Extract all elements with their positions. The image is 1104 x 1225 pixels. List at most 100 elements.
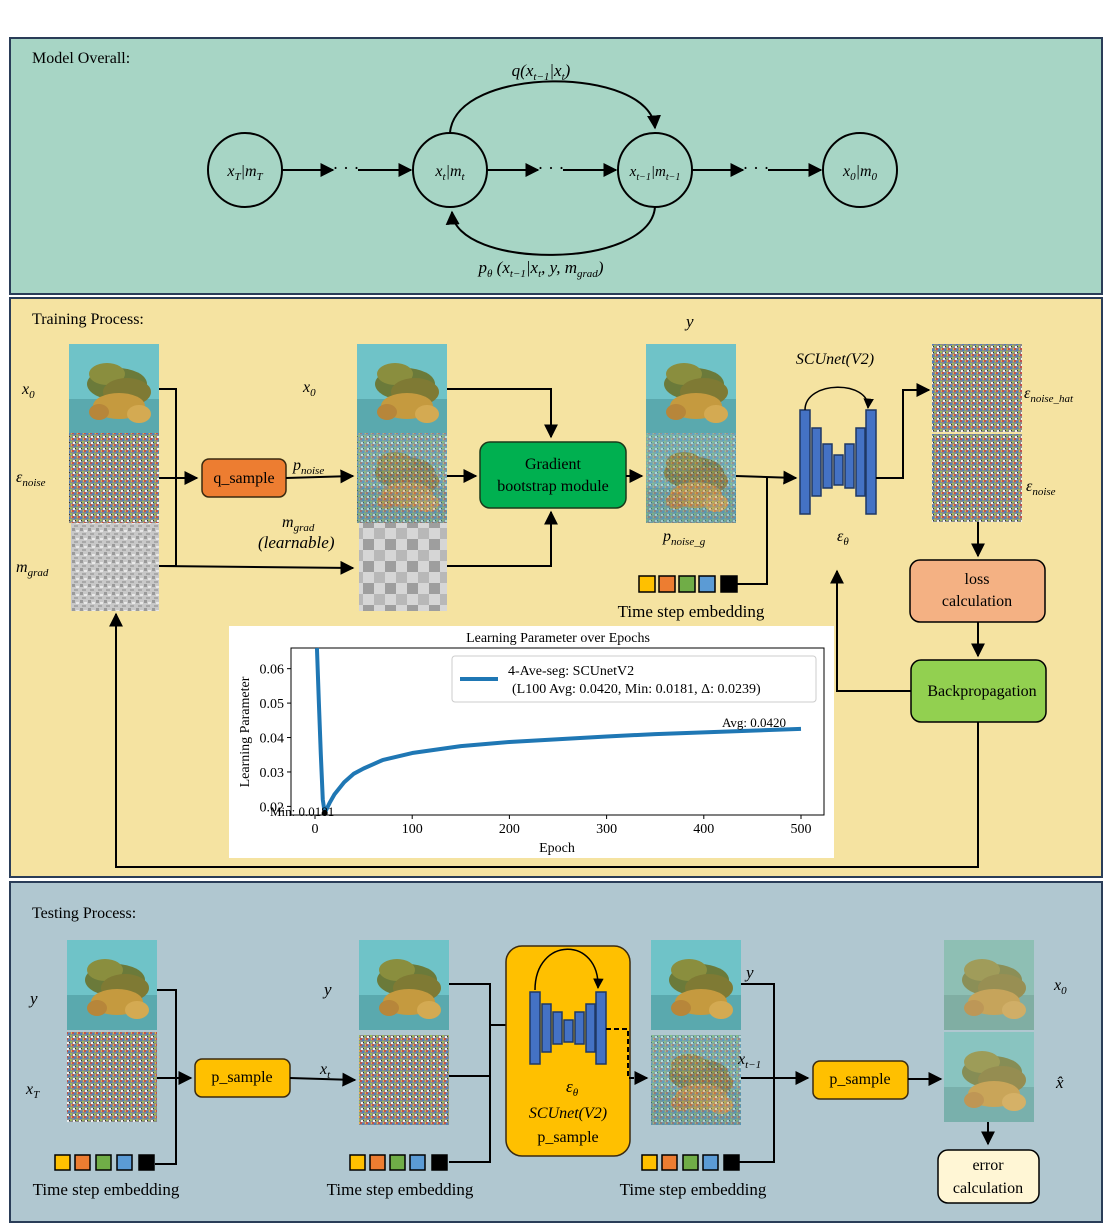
- scunet-label-test: SCUnet(V2): [529, 1105, 607, 1122]
- label-xt1-test: xt−1: [737, 1051, 761, 1071]
- error-label-2: calculation: [953, 1180, 1023, 1197]
- backprop-label: Backpropagation: [927, 683, 1036, 700]
- line-embed-right: [739, 1078, 775, 1163]
- node-x0-label: x0|m0: [842, 163, 878, 183]
- training-panel-title: Training Process:: [32, 311, 144, 328]
- training-panel: Training Process: x0 εnoise mgrad q_samp…: [9, 297, 1103, 878]
- label-mgrad-mid: mgrad: [282, 514, 315, 534]
- chart-legend-box: [451, 655, 817, 703]
- arrow-unet-to-xt1: [606, 1028, 649, 1085]
- arrow-mgrad-to-gradient: [447, 510, 558, 567]
- p-formula: pθ (xt−1|xt, y, mgrad): [478, 258, 604, 280]
- chart-series-line: [314, 647, 802, 815]
- image-x0-mid: [357, 344, 447, 434]
- arrow-qsample-to-noisy: [285, 469, 355, 484]
- image-noise-right: [932, 434, 1022, 522]
- label-mgrad-left: mgrad: [16, 559, 49, 579]
- line-embed-mid: [449, 1025, 491, 1163]
- testing-panel-title: Testing Process:: [32, 905, 136, 922]
- label-eps-noise-left: εnoise: [16, 469, 46, 489]
- error-calculation-box: [937, 1149, 1040, 1204]
- label-xt-test: xt: [319, 1061, 331, 1081]
- error-label-1: error: [972, 1157, 1004, 1174]
- chart-legend-line-2: (L100 Avg: 0.0420, Min: 0.0181, Δ: 0.023…: [512, 682, 761, 697]
- scunet-label-train: SCUnet(V2): [796, 351, 874, 368]
- dots-3: · · ·: [743, 158, 770, 178]
- q-forward-arc: [449, 80, 661, 134]
- label-xT-test: xT: [25, 1081, 40, 1101]
- node-xT-label: xT|mT: [226, 163, 263, 183]
- image-pnoise-mid: [357, 433, 447, 523]
- arrow-to-unet: [735, 470, 798, 485]
- label-y-test-mid: y: [322, 980, 332, 999]
- line-embed-merge-test-1: [155, 1078, 177, 1165]
- image-noise-left: [69, 433, 159, 523]
- time-step-label-test-3: Time step embedding: [620, 1180, 767, 1199]
- testing-panel: Testing Process: y xT Time step embeddin…: [9, 881, 1103, 1223]
- image-xT-test: [67, 1032, 157, 1122]
- chart-min-point: [321, 809, 328, 816]
- line-embedding-to-unet: [737, 478, 768, 585]
- label-y-test-left: y: [28, 989, 38, 1008]
- eps-theta-train: εθ: [837, 528, 849, 548]
- chart-y-tick-label: 0.04: [260, 732, 285, 747]
- chart-title: Learning Parameter over Epochs: [466, 631, 650, 646]
- model-overall-panel: Model Overall: xT|mT xt|mt xt−1|mt−1 x0|…: [9, 37, 1103, 295]
- dots-2: · · ·: [538, 158, 565, 178]
- image-mgrad-left: [71, 523, 159, 611]
- arrow-mgrad-to-learnable: [158, 560, 355, 575]
- label-x0-mid: x0: [302, 379, 316, 399]
- node-x0: [822, 132, 898, 208]
- eps-theta-test: εθ: [566, 1077, 579, 1099]
- image-mgrad-learnable: [359, 523, 447, 611]
- time-step-label-test-2: Time step embedding: [327, 1180, 474, 1199]
- q-sample-label: q_sample: [213, 470, 274, 487]
- time-step-embedding-train: [638, 575, 738, 593]
- arrow-psample1-to-xt: [289, 1072, 357, 1087]
- gradient-bootstrap-module: [479, 441, 627, 509]
- gradient-label-1: Gradient: [525, 456, 582, 473]
- line-x0-merge: [159, 388, 177, 478]
- dots-1: · · ·: [333, 158, 360, 178]
- unet-psample-block: [505, 945, 631, 1157]
- time-step-embedding-test-1: [54, 1154, 155, 1171]
- image-xhat-test: [944, 1032, 1034, 1122]
- image-y-test-right: [651, 940, 741, 1030]
- time-step-label-train: Time step embedding: [618, 602, 765, 621]
- unet-skip-arc-train: [804, 386, 874, 411]
- chart-legend-line-1: 4-Ave-seg: SCUnetV2: [508, 664, 634, 679]
- image-pnoise-g: [646, 433, 736, 523]
- chart-x-tick-label: 500: [791, 822, 812, 837]
- label-y-train: y: [684, 312, 694, 331]
- p-sample-inner-label: p_sample: [537, 1129, 598, 1146]
- p-sample-label-2: p_sample: [829, 1071, 890, 1088]
- image-y-test-left: [67, 940, 157, 1030]
- q-formula: q(xt−1|xt): [512, 61, 571, 83]
- model-panel-title: Model Overall:: [32, 50, 130, 67]
- image-x0-left: [69, 344, 159, 434]
- chart-y-tick-label: 0.06: [260, 663, 285, 678]
- image-noise-hat: [932, 344, 1022, 432]
- label-xhat-test: x̂: [1055, 1073, 1064, 1092]
- chart-annotation-avg: Avg: 0.0420: [722, 715, 786, 730]
- label-eps-noise-hat: εnoise_hat: [1024, 385, 1074, 405]
- loss-calculation-box: [909, 559, 1046, 623]
- node-xt-1-label: xt−1|mt−1: [629, 164, 681, 183]
- unet-icon-test: [529, 991, 607, 1065]
- chart-annotation-min: Min: 0.0181: [270, 804, 334, 819]
- chart-y-tick-label: 0.02: [260, 800, 285, 815]
- line-y-right: [741, 983, 775, 1078]
- chart-x-axis-label: Epoch: [539, 841, 575, 856]
- gradient-label-2: bootstrap module: [497, 478, 609, 495]
- label-y-test-right: y: [744, 963, 754, 982]
- p-sample-label-1: p_sample: [211, 1069, 272, 1086]
- image-xt-test: [359, 1035, 449, 1125]
- chart-y-tick-label: 0.03: [260, 766, 285, 781]
- time-step-embedding-test-3: [641, 1154, 740, 1171]
- chart-x-tick-label: 0: [312, 822, 319, 837]
- chart-x-tick-label: 400: [693, 822, 714, 837]
- line-y-mid: [449, 983, 491, 1025]
- chart-y-tick-label: 0.05: [260, 697, 285, 712]
